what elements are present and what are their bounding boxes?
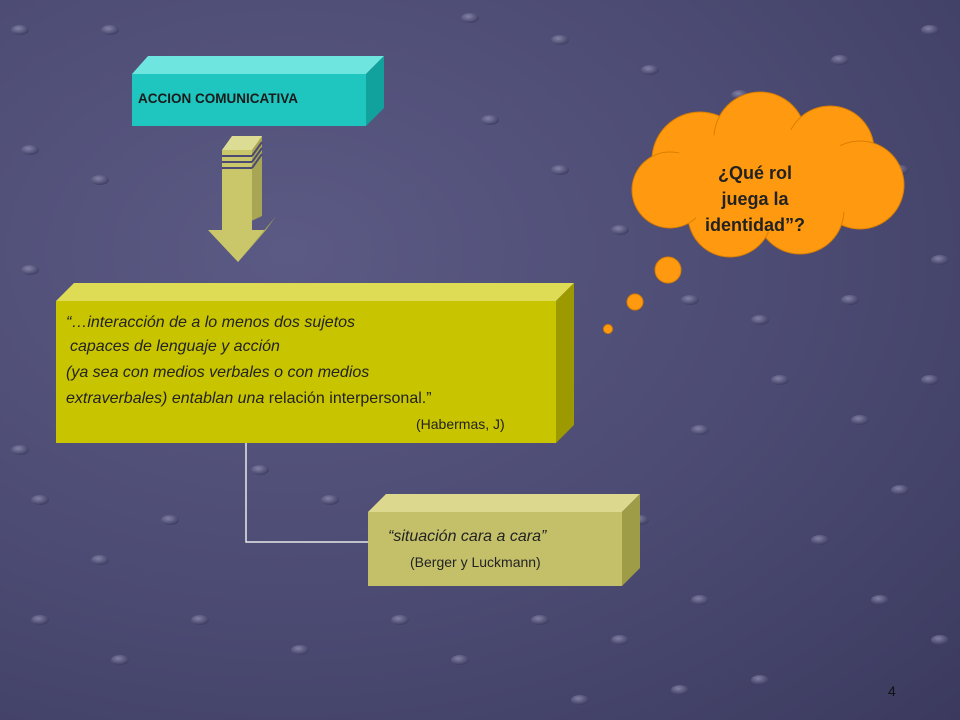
title-box-label: ACCION COMUNICATIVA xyxy=(138,91,298,106)
definition-line-2: capaces de lenguaje y acción xyxy=(70,338,280,355)
definition-line-4-italic: extraverbales) entablan una xyxy=(66,390,269,407)
thought-cloud-text: ¿Qué rol juega la identidad”? xyxy=(650,160,860,238)
definition-line-4: extraverbales) entablan una relación int… xyxy=(66,390,432,408)
thought-line-2: juega la xyxy=(721,189,789,209)
definition-box xyxy=(56,283,574,443)
down-arrow-icon xyxy=(208,136,276,262)
definition-citation: (Habermas, J) xyxy=(416,416,505,432)
situation-label: “situación cara a cara” xyxy=(388,528,547,545)
situation-citation: (Berger y Luckmann) xyxy=(410,554,541,570)
connector-line xyxy=(245,443,370,543)
thought-line-3: identidad”? xyxy=(705,215,805,235)
title-box xyxy=(132,56,384,126)
thought-cloud xyxy=(631,91,905,258)
definition-line-1: “…interacción de a lo menos dos sujetos xyxy=(66,314,356,331)
definition-line-3: (ya sea con medios verbales o con medios xyxy=(66,364,370,381)
thought-bubbles xyxy=(603,256,682,334)
situation-box xyxy=(368,494,640,586)
definition-line-4-plain: relación interpersonal.” xyxy=(268,390,432,407)
thought-line-1: ¿Qué rol xyxy=(717,163,792,183)
page-number: 4 xyxy=(888,683,896,699)
